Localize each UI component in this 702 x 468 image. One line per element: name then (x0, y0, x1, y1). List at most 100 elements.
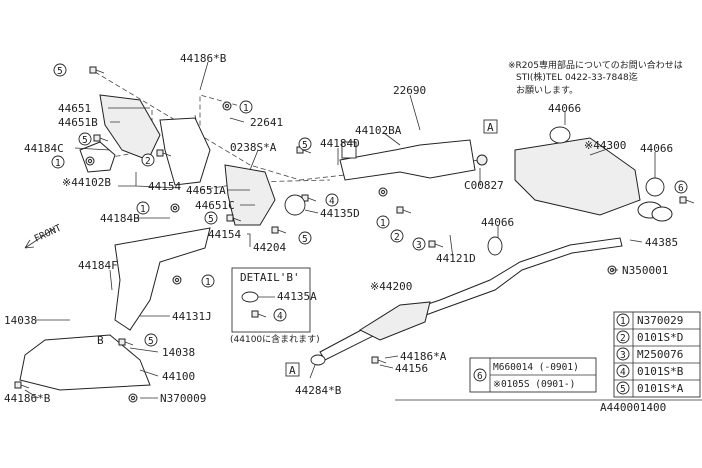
svg-text:2: 2 (145, 156, 151, 167)
label-44284b: 44284*B (295, 384, 342, 397)
svg-text:1: 1 (243, 103, 249, 114)
svg-text:5: 5 (82, 135, 88, 146)
svg-text:4: 4 (620, 367, 626, 378)
label-c00827: C00827 (464, 179, 504, 192)
callout-1: 1 (136, 201, 150, 215)
callout-4: 4 (325, 193, 339, 207)
rear-pipe (310, 237, 623, 366)
svg-text:A: A (487, 121, 494, 134)
svg-text:5: 5 (620, 384, 626, 395)
svg-text:1: 1 (205, 277, 211, 288)
front-pipe-upper (19, 94, 276, 391)
label-44385: 44385 (645, 236, 678, 249)
label-44131j: 44131J (172, 310, 212, 323)
label-44186a: 44186*A (400, 350, 447, 363)
label-44066: 44066 (548, 102, 581, 115)
label-44135d: 44135D (320, 207, 360, 220)
svg-text:4: 4 (329, 196, 335, 207)
note-line-3: お願いします。 (516, 85, 578, 96)
label-44100: 44100 (162, 370, 195, 383)
label-44102ba: 44102BA (355, 124, 402, 137)
svg-text:3: 3 (416, 240, 422, 251)
callout-5: 5 (144, 333, 158, 347)
legend-part: N370029 (637, 314, 683, 327)
callout-1: 1 (201, 274, 215, 288)
svg-text:5: 5 (208, 214, 214, 225)
label-44154: 44154 (148, 180, 181, 193)
svg-text:2: 2 (394, 232, 400, 243)
note-line-1: ※R205専用部品についてのお問い合わせは (508, 59, 683, 71)
label-n370009: N370009 (160, 392, 206, 405)
callout-5: 5 (204, 211, 218, 225)
svg-text:3: 3 (620, 350, 626, 361)
svg-text:1: 1 (380, 218, 386, 229)
callout-6: 6 (674, 180, 688, 194)
center-pipe-and-cat (339, 139, 488, 181)
label-0238sa: 0238S*A (230, 141, 277, 154)
label-44300: ※44300 (584, 139, 626, 152)
svg-text:5: 5 (302, 140, 308, 151)
detail-part: 44135A (277, 290, 317, 303)
callout-5: 5 (78, 132, 92, 146)
connection-marker-a: A (285, 362, 300, 377)
svg-text:1: 1 (620, 316, 626, 327)
svg-text:A: A (289, 364, 296, 377)
label-44154-lower: 44154 (208, 228, 241, 241)
label-44186b-lower: 44186*B (4, 392, 51, 405)
svg-text:6: 6 (678, 183, 684, 194)
label-14038: 14038 (4, 314, 37, 327)
detail-title: DETAIL'B' (240, 271, 300, 284)
label-44651c: 44651C (195, 199, 235, 212)
label-44184c: 44184C (24, 142, 64, 155)
diagram-id: A440001400 (600, 401, 666, 414)
label-detail-b-ref: B (97, 334, 104, 347)
svg-text:6: 6 (477, 371, 483, 382)
label-14038-lower: 14038 (162, 346, 195, 359)
legend-part: 0101S*B (637, 365, 684, 378)
svg-text:5: 5 (148, 336, 154, 347)
svg-text:M660014 (-0901): M660014 (-0901) (493, 362, 579, 373)
label-44066-right: 44066 (640, 142, 673, 155)
label-n350001: N350001 (622, 264, 668, 277)
connection-marker-a: A (483, 119, 498, 134)
detail-b-box: DETAIL'B' 44135A 4 (44100に含まれます) (230, 267, 320, 345)
label-44184d: 44184D (320, 137, 360, 150)
svg-text:※0105S (0901-): ※0105S (0901-) (493, 379, 575, 390)
fastener-6-box: 6 M660014 (-0901) ※0105S (0901-) (469, 357, 597, 393)
callout-5: 5 (298, 137, 312, 151)
label-44651b: 44651B (58, 116, 98, 129)
label-44186b: 44186*B (180, 52, 227, 65)
label-44651a: 44651A (186, 184, 226, 197)
callout-5: 5 (298, 231, 312, 245)
label-44066-hanger: 44066 (481, 216, 514, 229)
detail-note: (44100に含まれます) (230, 333, 320, 345)
legend-part: M250076 (637, 348, 683, 361)
label-22641: 22641 (250, 116, 283, 129)
fastener-legend-table: 1 N370029 2 0101S*D 3 M250076 4 0101S*B … (613, 311, 701, 398)
svg-text:FRONT: FRONT (33, 223, 64, 245)
label-22690: 22690 (393, 84, 426, 97)
legend-part: 0101S*D (637, 331, 683, 344)
callout-1: 1 (51, 155, 65, 169)
front-arrow-icon: FRONT (24, 223, 64, 249)
svg-text:1: 1 (55, 158, 61, 169)
callout-2: 2 (390, 229, 404, 243)
label-44156: 44156 (395, 362, 428, 375)
callout-3: 3 (412, 237, 426, 251)
muffler (487, 126, 673, 256)
svg-text:4: 4 (277, 311, 283, 322)
svg-text:5: 5 (57, 66, 63, 77)
label-44184f: 44184F (78, 259, 118, 272)
callout-1: 1 (239, 100, 253, 114)
label-44184b: 44184B (100, 212, 140, 225)
label-44204: 44204 (253, 241, 286, 254)
svg-text:2: 2 (620, 333, 626, 344)
callout-5: 5 (53, 63, 67, 77)
label-44121d: 44121D (436, 252, 476, 265)
label-44200: ※44200 (370, 280, 412, 293)
label-44102b: ※44102B (62, 176, 111, 189)
svg-text:5: 5 (302, 234, 308, 245)
svg-text:1: 1 (140, 204, 146, 215)
legend-part: 0101S*A (637, 382, 684, 395)
